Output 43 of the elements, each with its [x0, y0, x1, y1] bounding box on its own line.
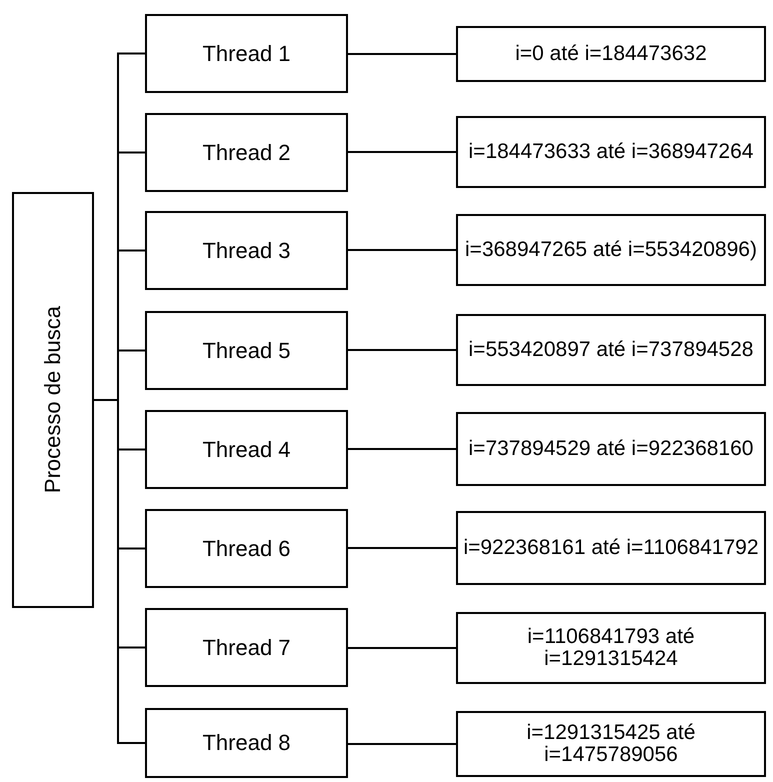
range-label: i=1106841793 até i=1291315424 [526, 626, 696, 670]
range-label: i=737894529 até i=922368160 [468, 438, 754, 460]
range-label: i=184473633 até i=368947264 [468, 140, 754, 164]
range-label: i=368947265 até i=553420896) [465, 238, 757, 262]
connector-line [348, 151, 456, 153]
range-label: i=922368161 até i=1106841792 [463, 536, 759, 560]
range-box [456, 511, 766, 585]
connector-line [348, 349, 456, 351]
connector-line [348, 448, 456, 450]
connector-line [348, 249, 456, 251]
thread-label: Thread 6 [202, 536, 291, 560]
connector-line [94, 399, 145, 744]
thread-box [145, 608, 348, 687]
thread-label: Thread 2 [202, 140, 291, 164]
range-box [456, 116, 766, 188]
thread-label: Thread 4 [202, 438, 291, 462]
process-label: Processo de busca [41, 306, 65, 494]
range-box [456, 26, 766, 82]
connector-line [348, 53, 456, 55]
range-box [456, 214, 766, 286]
range-box [456, 412, 766, 486]
thread-box [145, 14, 348, 93]
thread-label: Thread 5 [202, 338, 291, 362]
range-box [456, 314, 766, 386]
thread-label: Thread 3 [202, 238, 291, 262]
process-box [12, 192, 94, 608]
thread-box [145, 410, 348, 489]
connector-line [348, 743, 456, 745]
connector-line [348, 547, 456, 549]
thread-box [145, 708, 348, 778]
thread-box [145, 311, 348, 390]
thread-box [145, 211, 348, 290]
range-label: i=1291315425 até i=1475789056 [526, 722, 696, 766]
connector-line [348, 647, 456, 649]
range-label: i=0 até i=184473632 [515, 42, 707, 66]
thread-label: Thread 1 [202, 42, 291, 66]
thread-label: Thread 7 [202, 636, 291, 660]
range-box [456, 612, 766, 684]
thread-label: Thread 8 [202, 731, 291, 755]
range-label: i=553420897 até i=737894528 [468, 338, 754, 362]
thread-box [145, 509, 348, 588]
thread-box [145, 113, 348, 192]
range-box [456, 711, 766, 777]
